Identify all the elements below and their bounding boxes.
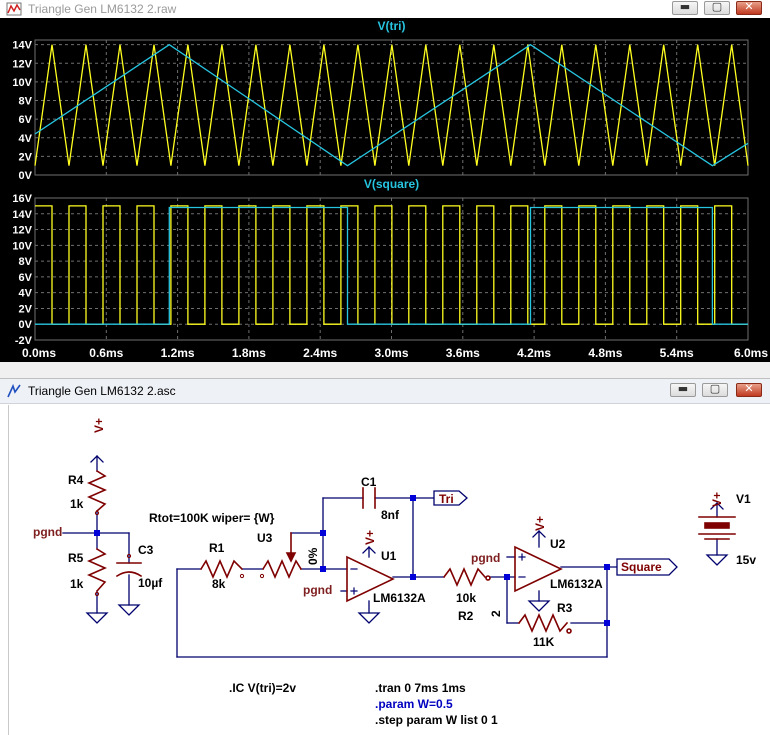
waveform-titlebar: Triangle Gen LM6132 2.raw ▬ ▢ ✕ xyxy=(0,0,770,18)
c1-value[interactable]: 8nf xyxy=(381,508,399,522)
y-tick-label: 10V xyxy=(12,240,32,252)
u1-label[interactable]: U1 xyxy=(381,549,397,563)
r5-value[interactable]: 1k xyxy=(70,577,84,591)
square-net-label[interactable]: Square xyxy=(621,560,662,574)
schematic-canvas[interactable]: V+ R4 1k pgnd R5 1k C3 10µf Rtot=100K wi… xyxy=(8,405,765,735)
x-tick-label: 3.6ms xyxy=(446,346,480,360)
x-tick-label: 3.0ms xyxy=(374,346,408,360)
net-label-shapes xyxy=(433,490,678,576)
junction-dots xyxy=(94,495,610,626)
trace-yellow xyxy=(34,44,749,166)
y-tick-label: 2V xyxy=(19,303,33,315)
components xyxy=(87,469,736,634)
y-tick-label: 0V xyxy=(19,170,33,182)
param-directive[interactable]: .param W=0.5 xyxy=(375,697,453,711)
y-tick-label: 4V xyxy=(19,288,33,300)
u1-vplus-label: V+ xyxy=(363,529,377,545)
pgnd-u2-label[interactable]: pgnd xyxy=(471,551,501,565)
schematic-app-icon xyxy=(7,383,21,398)
maximize-button[interactable]: ▢ xyxy=(704,0,730,15)
r4-value[interactable]: 1k xyxy=(70,497,84,511)
pin-markers xyxy=(94,510,265,597)
x-tick-label: 4.2ms xyxy=(517,346,551,360)
x-tick-label: 2.4ms xyxy=(303,346,337,360)
r1-label[interactable]: R1 xyxy=(209,541,225,555)
y-tick-label: 14V xyxy=(12,40,32,52)
plot-title-0: V(tri) xyxy=(378,19,406,33)
ic-directive[interactable]: .IC V(tri)=2v xyxy=(229,681,297,695)
schematic-minimize-button[interactable]: ▬ xyxy=(670,382,696,397)
c3-label[interactable]: C3 xyxy=(138,543,154,557)
v1-value[interactable]: 15v xyxy=(736,553,757,567)
u1-value[interactable]: LM6132A xyxy=(373,591,426,605)
r4-vplus-label: V+ xyxy=(92,417,106,433)
minimize-button[interactable]: ▬ xyxy=(672,0,698,15)
y-tick-label: 2V xyxy=(19,151,33,163)
v1-label[interactable]: V1 xyxy=(736,492,751,506)
x-tick-label: 6.0ms xyxy=(734,346,768,360)
opamp-pin-marks xyxy=(350,553,526,595)
u2-label[interactable]: U2 xyxy=(550,537,566,551)
tran-directive[interactable]: .tran 0 7ms 1ms xyxy=(375,681,466,695)
v1-vplus-label: V+ xyxy=(710,491,724,507)
y-tick-label: 4V xyxy=(19,133,33,145)
y-tick-label: 0V xyxy=(19,319,33,331)
r3-value[interactable]: 11K xyxy=(533,635,555,649)
y-tick-label: 10V xyxy=(12,77,32,89)
waveform-app-icon xyxy=(6,2,22,16)
u3-label[interactable]: U3 xyxy=(257,531,273,545)
pgnd-u1-label[interactable]: pgnd xyxy=(303,583,333,597)
pgnd-left-label[interactable]: pgnd xyxy=(33,525,63,539)
r2-label[interactable]: R2 xyxy=(458,609,474,623)
waveform-window: Triangle Gen LM6132 2.raw ▬ ▢ ✕ V(tri) 14… xyxy=(0,0,770,362)
waveform-plot[interactable]: V(tri) 14V 12V 10V 8V 6V 4V 2V 0V V(square) 16V 14V… xyxy=(0,18,770,362)
r3-label[interactable]: R3 xyxy=(557,601,573,615)
y-tick-label: 16V xyxy=(12,193,32,205)
wires xyxy=(62,455,718,658)
rtot-annotation[interactable]: Rtot=100K wiper= {W} xyxy=(149,511,275,525)
u2-value[interactable]: LM6132A xyxy=(550,577,603,591)
schematic-titlebar: Triangle Gen LM6132 2.asc ▬ ▢ ✕ xyxy=(0,379,770,404)
trace-cyan xyxy=(35,206,748,325)
y-tick-label: 12V xyxy=(12,58,32,70)
y-tick-label: 12V xyxy=(12,225,32,237)
x-tick-label: 5.4ms xyxy=(660,346,694,360)
c1-label[interactable]: C1 xyxy=(361,475,377,489)
schematic-window: Triangle Gen LM6132 2.asc ▬ ▢ ✕ xyxy=(0,378,770,735)
x-tick-label: 4.8ms xyxy=(588,346,622,360)
close-button[interactable]: ✕ xyxy=(736,0,762,15)
y-tick-label: 8V xyxy=(19,96,33,108)
u3-value[interactable]: 0% xyxy=(306,547,320,565)
r5-label[interactable]: R5 xyxy=(68,551,84,565)
schematic-window-title: Triangle Gen LM6132 2.asc xyxy=(28,384,176,398)
schematic-maximize-button[interactable]: ▢ xyxy=(702,382,728,397)
r4-label[interactable]: R4 xyxy=(68,473,84,487)
y-tick-label: 6V xyxy=(19,114,33,126)
y-tick-label: -2V xyxy=(15,335,33,347)
ground-symbols xyxy=(85,554,729,624)
u2-vplus-label: V+ xyxy=(533,515,547,531)
r2-value[interactable]: 10k xyxy=(456,591,477,605)
x-tick-label: 1.8ms xyxy=(232,346,266,360)
tri-net-label[interactable]: Tri xyxy=(439,492,454,506)
trace-yellow xyxy=(35,205,748,325)
schematic-drawing[interactable] xyxy=(9,405,765,735)
y-tick-label: 8V xyxy=(19,256,33,268)
window-gap xyxy=(0,362,770,378)
waveform-window-title: Triangle Gen LM6132 2.raw xyxy=(28,2,177,16)
plot-title-1: V(square) xyxy=(364,177,419,191)
x-tick-label: 0.0ms xyxy=(22,346,56,360)
schematic-close-button[interactable]: ✕ xyxy=(736,382,762,397)
y-tick-label: 6V xyxy=(19,272,33,284)
power-arrows xyxy=(90,455,724,554)
r1-value[interactable]: 8k xyxy=(212,577,226,591)
x-tick-label: 0.6ms xyxy=(89,346,123,360)
step-directive[interactable]: .step param W list 0 1 xyxy=(375,713,498,727)
x-tick-label: 1.2ms xyxy=(161,346,195,360)
y-tick-label: 14V xyxy=(12,209,32,221)
trace-cyan xyxy=(34,43,749,167)
r3-pin-label: 2 xyxy=(489,610,503,617)
c3-value[interactable]: 10µf xyxy=(138,576,163,590)
